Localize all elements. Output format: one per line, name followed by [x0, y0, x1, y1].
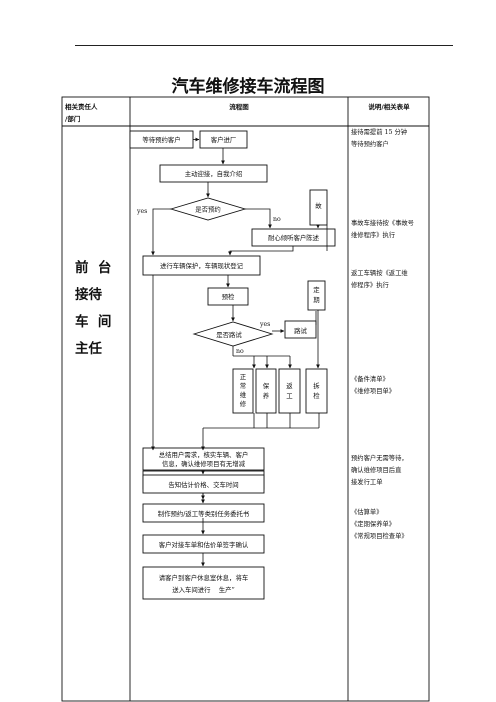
label-make-order: 制作预约/返工等类别任务委托书: [158, 509, 250, 518]
label-is-appointment: 是否预约: [195, 205, 221, 214]
box-col-rework: [278, 368, 301, 414]
box-sign: [142, 534, 265, 554]
diamond-is-road-test: [192, 321, 274, 347]
col-insurance-2: 养: [263, 391, 270, 400]
note-5-line3: 接发行工单: [351, 477, 382, 486]
header-role-line2: /部门: [65, 114, 81, 123]
label-sign: 客户对接车单和估价单签字确认: [159, 540, 249, 549]
box-col-disassemble: [305, 368, 328, 414]
label-no-appointment: no: [273, 216, 281, 223]
label-road-test: 路试: [294, 326, 307, 335]
note-3-line1: 返工车辆按《返工维: [351, 268, 408, 277]
col-disassemble-2: 检: [313, 391, 320, 400]
note-2-line2: 维修程序》执行: [351, 230, 396, 239]
note-4-line2: 《维修项目单》: [351, 386, 395, 395]
header-flow: 流程图: [229, 102, 249, 111]
col-rework-2: 工: [286, 392, 293, 400]
note-2-line1: 事故车接待按《事故号: [351, 218, 414, 227]
note-3-line2: 修程序》执行: [351, 280, 389, 289]
col-repair-4: 修: [240, 399, 247, 408]
label-is-road-test: 是否路试: [216, 330, 242, 339]
box-make-order: [142, 503, 265, 523]
box-scheduled: [307, 280, 326, 311]
note-1-line1: 接待需提前 15 分钟: [351, 127, 407, 136]
label-customer-enters: 客户进厂: [211, 135, 237, 144]
col-repair-1: 正: [240, 373, 247, 381]
table-grid: [61, 96, 430, 702]
box-inform-final: [142, 474, 265, 494]
note-5-line1: 预约客户无需等待，: [351, 453, 408, 462]
label-inform: 告知估计价格、交车时间: [168, 480, 238, 489]
box-rest: [142, 566, 265, 600]
top-rule: [75, 45, 453, 46]
label-yes-appointment: yes: [136, 208, 147, 215]
note-6-line3: 《常规项目检查单》: [351, 531, 408, 540]
header-role-line1: 相关责任人: [65, 102, 98, 111]
label-rest-1: 请客户到客户休息室休息，将车: [159, 573, 249, 582]
note-5-line2: 确认维修项目后直: [351, 465, 402, 474]
label-scheduled-1: 定: [313, 285, 320, 294]
box-col-repair: [232, 368, 254, 414]
page-title: 汽车维修接车流程图: [171, 77, 325, 97]
label-listen: 耐心倾听客户陈述: [268, 233, 320, 242]
note-4-line1: 《备件清单》: [351, 374, 389, 383]
label-inspect: 进行车辆保护，车辆现状登记: [160, 261, 244, 270]
box-inspect: [142, 255, 261, 276]
box-pre-inspect: [207, 287, 249, 306]
label-waiting-customer: 等待预约客户: [142, 135, 180, 144]
box-listen: [251, 228, 336, 247]
label-summarize-2: 信息，确认维修项目有无增减: [162, 459, 246, 468]
box-customer-enters: [199, 130, 248, 149]
box-greet: [159, 164, 268, 183]
label-summarize-1: 总结用户需求，核实车辆、客户: [159, 450, 248, 459]
role-line-4: 主任: [75, 340, 102, 357]
label-pre-inspect: 预检: [222, 292, 235, 301]
label-yes-road-test: yes: [259, 321, 270, 328]
label-scheduled-2: 期: [313, 296, 319, 304]
note-6-line2: 《定期保养单》: [351, 519, 395, 528]
label-no-road-test: no: [236, 348, 244, 355]
col-repair-2: 常: [240, 381, 246, 390]
label-rest-2: 送入车间进行 生产”: [172, 585, 235, 594]
box-col-insurance: [255, 368, 277, 414]
label-breakdown: 故: [315, 201, 322, 210]
role-line-1: 前 台: [75, 259, 111, 276]
col-repair-3: 维: [240, 390, 247, 399]
col-rework-1: 返: [286, 382, 293, 390]
role-line-2: 接待: [75, 286, 102, 303]
role-line-3: 车 间: [75, 313, 111, 330]
box-road-test: [284, 320, 317, 339]
note-1-line2: 等待预约客户: [351, 139, 389, 148]
col-insurance-1: 保: [263, 381, 270, 390]
col-disassemble-1: 拆: [313, 381, 320, 390]
label-greet: 主动迎接，自我介绍: [185, 169, 243, 178]
note-6-line1: 《估算单》: [351, 507, 382, 516]
header-notes: 说明/相关表单: [368, 102, 410, 111]
